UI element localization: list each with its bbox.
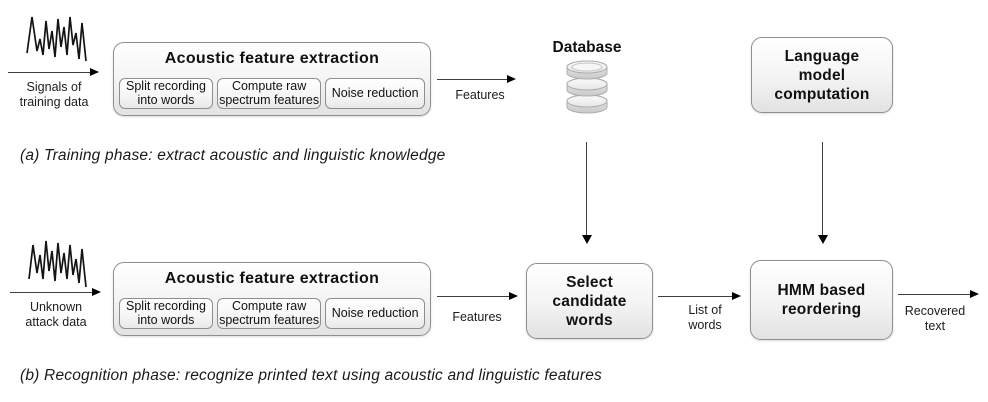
step-compute-spectrum-b: Compute raw spectrum features: [216, 298, 322, 329]
step-split-recording-b: Split recording into words: [119, 298, 213, 329]
arrow-language-model-to-hmm: [817, 142, 828, 244]
step-compute-spectrum-a: Compute raw spectrum features: [216, 78, 322, 109]
arrow-features-a: [437, 75, 516, 83]
caption-phase-a: (a) Training phase: extract acoustic and…: [20, 147, 446, 164]
arrow-training-input: [8, 68, 99, 76]
database-cylinder-icon: [564, 60, 610, 114]
acoustic-feature-extraction-box-a: Acoustic feature extraction Split record…: [113, 42, 431, 116]
caption-phase-b: (b) Recognition phase: recognize printed…: [20, 367, 603, 384]
step-noise-reduction-a: Noise reduction: [325, 78, 425, 109]
database-label: Database: [552, 39, 622, 56]
arrow-recovered-text: [898, 290, 979, 298]
step-split-recording-a: Split recording into words: [119, 78, 213, 109]
waveform-icon: [26, 9, 88, 69]
arrow-attack-input: [10, 288, 101, 296]
attack-input-label: Unknown attack data: [25, 300, 87, 329]
acoustic-feature-extraction-box-b: Acoustic feature extraction Split record…: [113, 262, 431, 336]
select-candidate-words-box: Select candidate words: [526, 263, 653, 339]
arrow-features-b: [437, 292, 518, 300]
language-model-computation-box: Language model computation: [751, 37, 893, 113]
hmm-based-reordering-box: HMM based reordering: [750, 260, 893, 340]
recovered-text-label: Recovered text: [904, 304, 966, 333]
features-label-a: Features: [455, 88, 505, 102]
afe-steps-b: Split recording into words Compute raw s…: [119, 298, 425, 329]
training-input-label: Signals of training data: [19, 80, 89, 109]
afe-steps-a: Split recording into words Compute raw s…: [119, 78, 425, 109]
step-noise-reduction-b: Noise reduction: [325, 298, 425, 329]
afe-title-a: Acoustic feature extraction: [164, 50, 380, 67]
list-of-words-label: List of words: [688, 303, 722, 332]
waveform-icon: [28, 233, 88, 291]
arrow-database-to-select: [581, 142, 592, 244]
features-label-b: Features: [452, 310, 502, 324]
afe-title-b: Acoustic feature extraction: [164, 270, 380, 287]
arrow-list-of-words: [658, 292, 741, 300]
